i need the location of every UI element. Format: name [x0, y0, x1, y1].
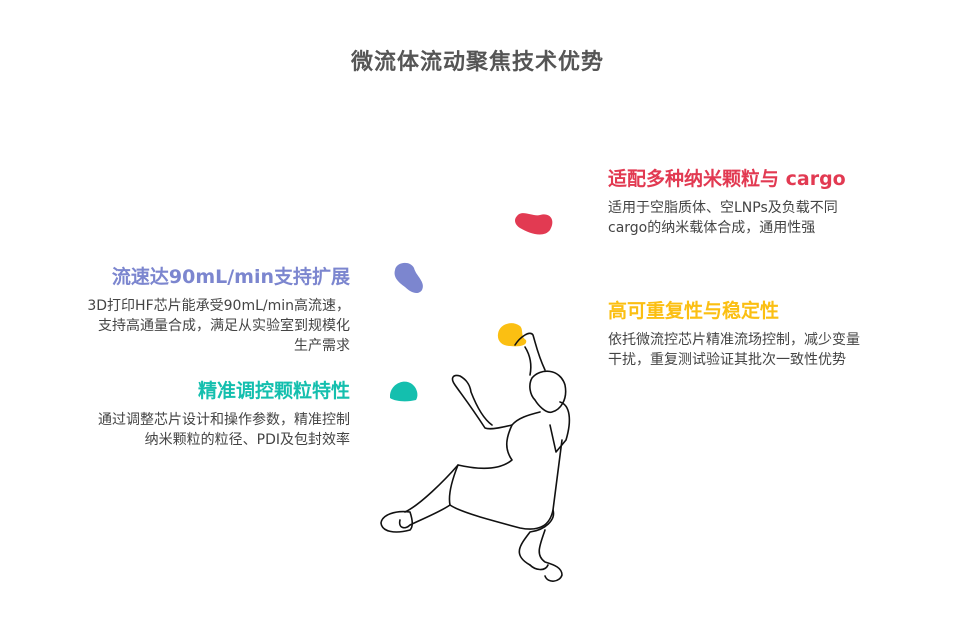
feature-text: 适用于空脂质体、空LNPs及负载不同	[608, 200, 838, 216]
climber-figure	[380, 332, 571, 582]
yellow-hold-icon	[497, 323, 527, 347]
feature-precision: 精准调控颗粒特性 通过调整芯片设计和操作参数，精准控制 纳米颗粒的粒径、PDI及…	[98, 378, 350, 450]
feature-heading: 高可重复性与稳定性	[608, 300, 780, 322]
feature-reproducibility: 高可重复性与稳定性 依托微流控芯片精准流场控制，减少变量 干扰，重复测试验证其批…	[608, 298, 860, 370]
feature-text: cargo的纳米载体合成，通用性强	[608, 220, 816, 236]
feature-text: 支持高通量合成，满足从实验室到规模化	[98, 318, 350, 334]
blue-hold-icon	[394, 262, 423, 294]
feature-text: 3D打印HF芯片能承受90mL/min高流速，	[87, 298, 350, 314]
feature-text: 纳米颗粒的粒径、PDI及包封效率	[144, 432, 350, 448]
teal-hold-icon	[390, 381, 418, 402]
feature-flow-rate: 流速达90mL/min支持扩展 3D打印HF芯片能承受90mL/min高流速， …	[87, 264, 350, 356]
feature-text: 生产需求	[294, 338, 350, 354]
feature-compatibility: 适配多种纳米颗粒与 cargo 适用于空脂质体、空LNPs及负载不同 cargo…	[608, 166, 846, 238]
feature-heading: 适配多种纳米颗粒与 cargo	[608, 168, 846, 190]
feature-text: 干扰，重复测试验证其批次一致性优势	[608, 352, 846, 368]
feature-heading: 流速达90mL/min支持扩展	[111, 266, 350, 288]
feature-text: 依托微流控芯片精准流场控制，减少变量	[608, 332, 860, 348]
feature-text: 通过调整芯片设计和操作参数，精准控制	[98, 412, 350, 428]
red-hold-icon	[515, 213, 553, 235]
page-title: 微流体流动聚焦技术优势	[350, 50, 604, 75]
feature-heading: 精准调控颗粒特性	[197, 380, 350, 402]
